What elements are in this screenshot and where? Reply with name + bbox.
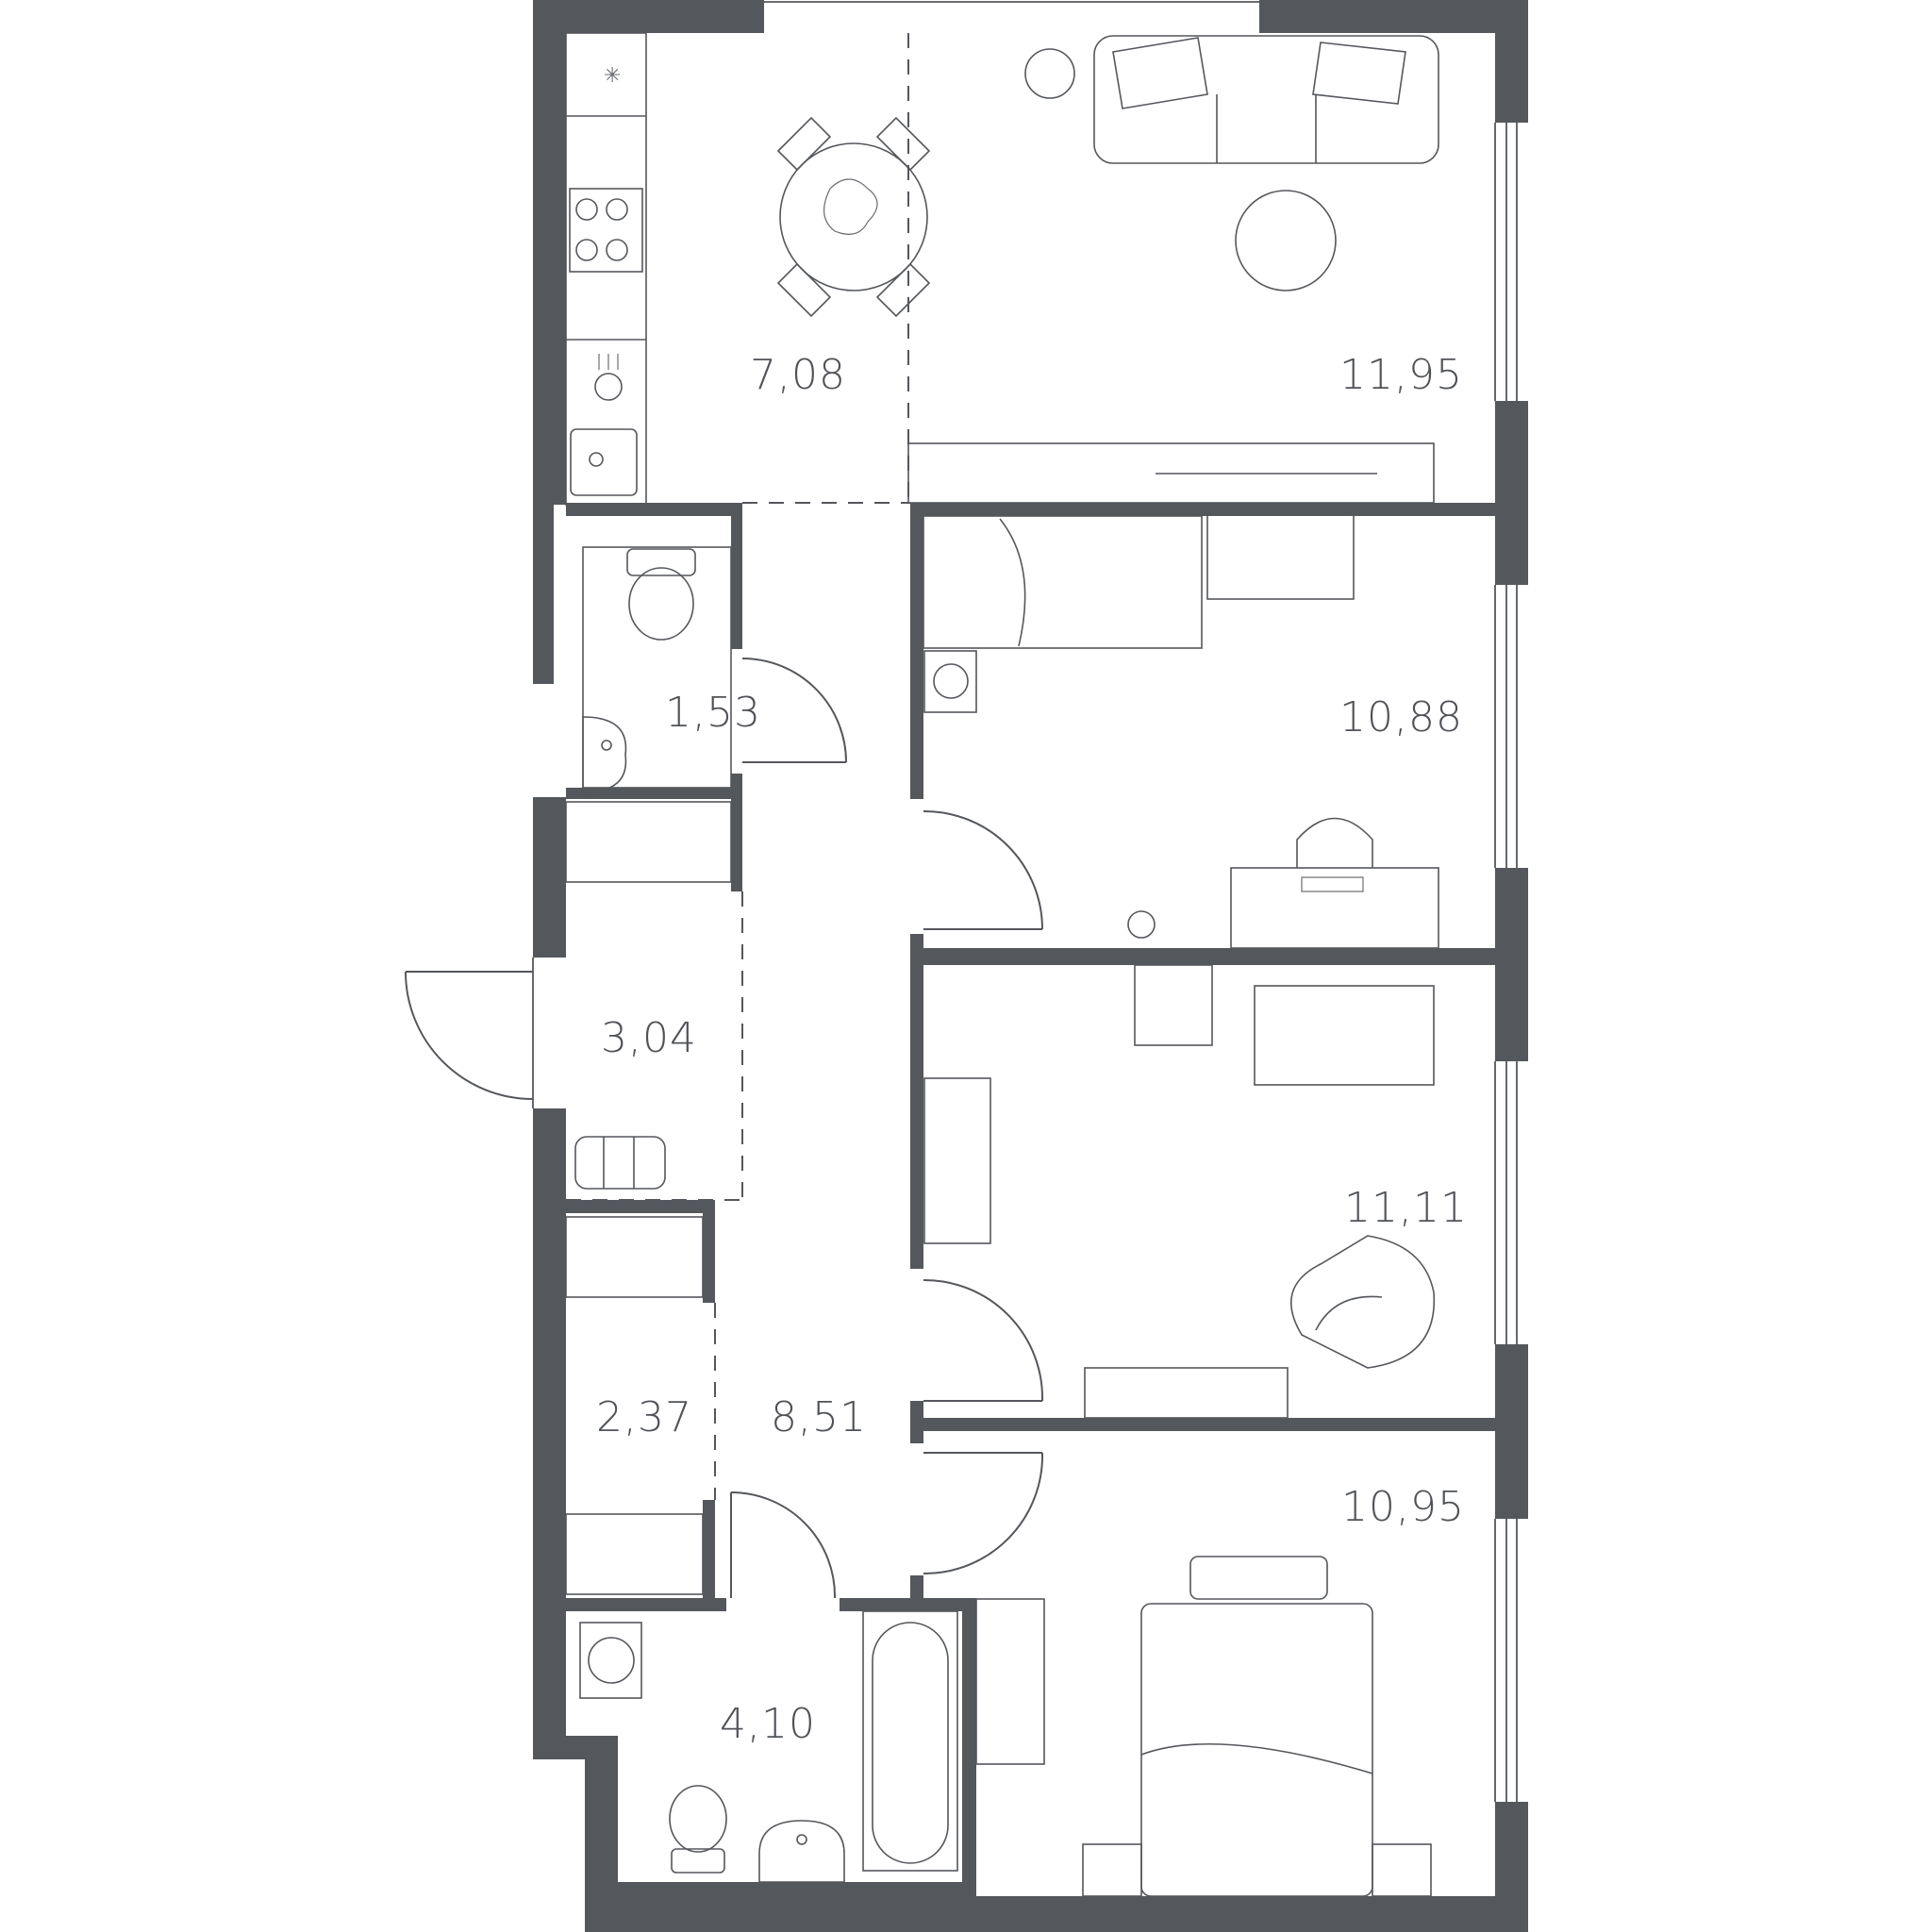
bed-3 — [1140, 1603, 1373, 1897]
wardrobes — [565, 513, 1355, 1765]
wc-fixtures — [582, 546, 732, 793]
desk — [1230, 867, 1439, 949]
washing-machine — [579, 1622, 642, 1699]
area-labels: 7,08 11,95 1,53 10,88 3,04 11,11 2,37 8,… — [596, 351, 1468, 1748]
wardrobe-2 — [565, 1216, 704, 1298]
area-wc: 1,53 — [665, 689, 761, 737]
walls — [533, 0, 1528, 1932]
area-kitchen: 7,08 — [750, 351, 846, 399]
bedroom-3-furniture — [1082, 1556, 1432, 1897]
bathtub — [862, 1610, 958, 1872]
dining-table — [776, 116, 931, 318]
area-bedroom-2: 11,11 — [1344, 1184, 1468, 1232]
headboard-pillow — [1189, 1556, 1328, 1600]
wardrobe-4 — [923, 1077, 991, 1244]
toilet-2-icon — [669, 1785, 727, 1874]
wardrobe-5 — [975, 1598, 1045, 1765]
wardrobe-3 — [565, 1513, 704, 1595]
zone-dividers — [566, 33, 910, 1500]
bathroom-door — [730, 1491, 837, 1599]
wc-door — [741, 658, 847, 763]
bedroom-1-furniture — [923, 515, 1439, 949]
desk-chair — [1296, 817, 1373, 868]
living-furniture — [907, 35, 1439, 504]
doors — [405, 658, 1044, 1599]
bedroom-2-furniture — [1084, 964, 1436, 1419]
area-bedroom-1: 10,88 — [1339, 693, 1463, 741]
bedroom-2-door — [923, 1278, 1044, 1402]
wardrobe-6 — [1206, 513, 1355, 600]
bed-2 — [1254, 985, 1435, 1086]
bed — [923, 515, 1203, 649]
bedroom-3-door — [923, 1452, 1044, 1575]
snowflake-icon: ✳ — [604, 64, 621, 88]
tv-stand — [907, 442, 1435, 504]
entrance-door — [405, 971, 534, 1100]
toilet-icon — [626, 548, 696, 641]
area-wardrobe: 2,37 — [596, 1393, 692, 1441]
pouf — [574, 1136, 666, 1190]
sink-icon — [570, 428, 638, 496]
windows — [532, 1, 1518, 1802]
faucet-icon — [594, 354, 623, 401]
washbasin-icon — [582, 716, 627, 793]
area-bathroom: 4,10 — [720, 1700, 816, 1748]
bookshelf — [1084, 1367, 1289, 1419]
nightstand-3a — [1082, 1843, 1142, 1897]
ball-icon — [1127, 910, 1156, 939]
armchair — [1289, 1235, 1436, 1369]
area-entrance: 3,04 — [601, 1014, 697, 1062]
cooktop-icon — [569, 188, 643, 273]
area-bedroom-3: 10,95 — [1341, 1483, 1465, 1531]
coffee-table — [1235, 190, 1337, 291]
washbasin-2-icon — [758, 1820, 845, 1883]
nightstand-3b — [1372, 1843, 1432, 1897]
nightstand — [923, 650, 977, 713]
area-hall: 8,51 — [771, 1393, 867, 1441]
nightstand-2 — [1134, 964, 1213, 1046]
sofa — [1093, 35, 1439, 164]
plant-icon — [1024, 48, 1075, 99]
wardrobe-1 — [565, 801, 732, 883]
bathroom-fixtures — [579, 1610, 958, 1883]
kitchen-furniture: ✳ — [565, 32, 931, 506]
bedroom-1-door — [923, 809, 1043, 930]
keyboard-icon — [1301, 876, 1364, 892]
area-living: 11,95 — [1339, 351, 1463, 399]
